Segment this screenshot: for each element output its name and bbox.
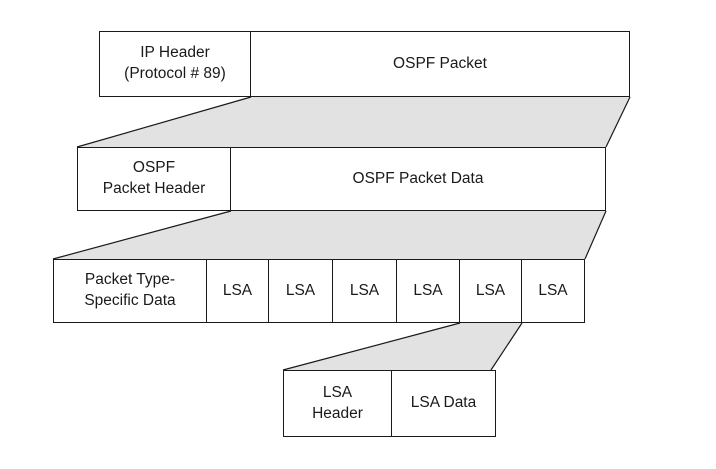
funnel-ospf-packet-left-edge [76,96,252,148]
lsa-header-box: LSA Header [283,370,392,437]
funnel-lsa-left-edge [282,322,461,371]
ospf-packet-box: OSPF Packet [251,31,630,97]
lsa-label: LSA [538,281,568,299]
lsa-data-label: LSA Data [410,394,477,412]
lsa-label: LSA [475,281,506,299]
ospf-packet-data-box: OSPF Packet Data [231,147,606,211]
lsa-box-6: LSA [522,259,585,323]
funnel-ospf-packet-data-right-edge [584,210,607,260]
funnel-ospf-packet [77,97,630,147]
lsa-label: LSA [349,281,380,299]
funnel-lsa [283,323,522,370]
lsa-data-box: LSA Data [392,370,496,437]
lsa-box-3: LSA [333,259,397,323]
lsa-label: LSA [413,281,443,299]
lsa-box-4: LSA [397,259,460,323]
ip-header-label: IP Header (Protocol # 89) [124,44,226,82]
ospf-packet-data-label: OSPF Packet Data [352,169,484,187]
lsa-box-1: LSA [207,259,269,323]
type-specific-data-box: Packet Type- Specific Data [53,259,207,323]
funnel-ospf-packet-right-edge [605,96,631,148]
lsa-label: LSA [285,281,316,299]
ospf-packet-label: OSPF Packet [393,54,487,72]
ip-header-box: IP Header (Protocol # 89) [99,31,251,97]
funnel-lsa-right-edge [490,322,523,371]
funnel-ospf-packet-data-left-edge [52,210,232,260]
funnel-ospf-packet-data [53,211,606,259]
ospf-packet-header-label: OSPF Packet Header [102,159,206,197]
ospf-packet-header-box: OSPF Packet Header [77,147,231,211]
lsa-header-label: LSA Header [312,383,363,422]
lsa-box-5-expanded: LSA [460,259,522,323]
type-specific-data-label: Packet Type- Specific Data [84,271,176,309]
lsa-label: LSA [222,281,253,299]
lsa-box-2: LSA [269,259,333,323]
